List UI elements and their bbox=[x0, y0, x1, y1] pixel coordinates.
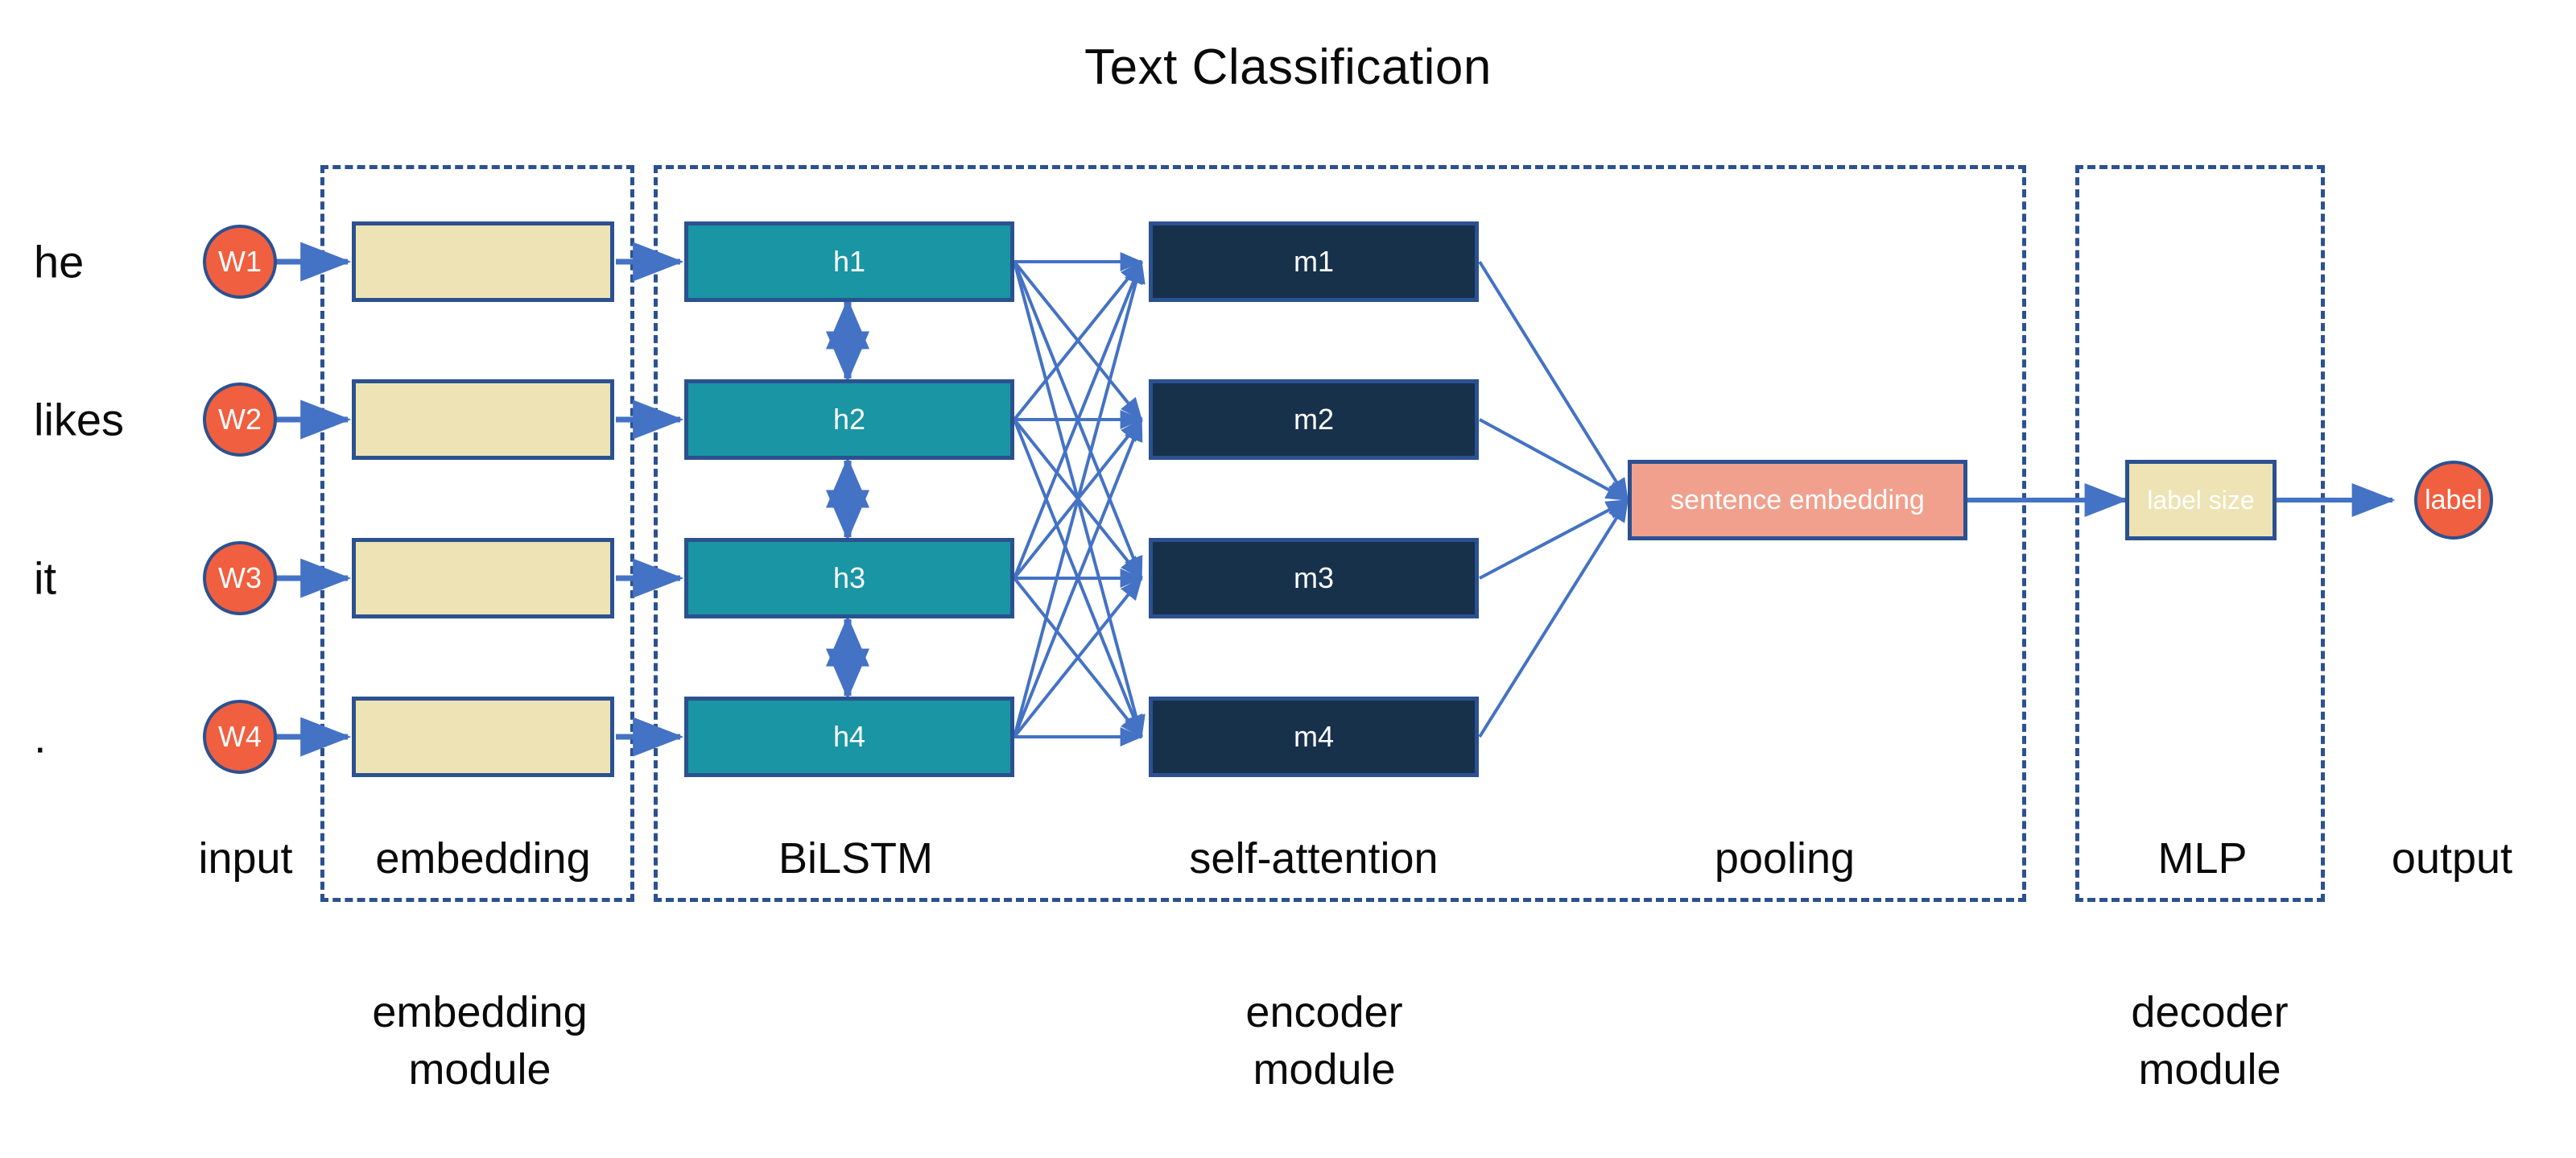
stage-label-input: input bbox=[198, 834, 293, 883]
bilstm-block-h2[interactable]: h2 bbox=[684, 379, 1014, 460]
attention-block-m3[interactable]: m3 bbox=[1149, 538, 1479, 618]
input-word-1: he bbox=[34, 236, 85, 287]
stage-label-output: output bbox=[2391, 834, 2513, 883]
attention-block-m2[interactable]: m2 bbox=[1149, 379, 1479, 460]
input-word-3: it bbox=[34, 552, 56, 604]
embedding-block-3[interactable] bbox=[352, 538, 614, 618]
embedding-block-4[interactable] bbox=[352, 697, 614, 777]
stage-label-self-attention: self-attention bbox=[1189, 834, 1439, 883]
decoder-module-frame bbox=[2075, 165, 2325, 902]
token-node-w1[interactable]: W1 bbox=[203, 225, 277, 299]
module-caption-encoder: encoder module bbox=[1245, 988, 1403, 1094]
stage-label-mlp: MLP bbox=[2157, 834, 2248, 883]
pooling-block-sentence-embedding[interactable]: sentence embedding bbox=[1628, 460, 1967, 540]
output-node-label[interactable]: label bbox=[2414, 461, 2493, 540]
embedding-block-2[interactable] bbox=[352, 379, 614, 460]
token-node-w2[interactable]: W2 bbox=[203, 383, 277, 457]
stage-label-bilstm: BiLSTM bbox=[778, 834, 934, 883]
page-title: Text Classification bbox=[1084, 39, 1492, 95]
bilstm-block-h4[interactable]: h4 bbox=[684, 697, 1014, 777]
token-node-w3[interactable]: W3 bbox=[203, 541, 277, 615]
mlp-block-label-size[interactable]: label size bbox=[2125, 460, 2277, 540]
bilstm-block-h1[interactable]: h1 bbox=[684, 221, 1014, 302]
module-caption-decoder: decoder module bbox=[2131, 988, 2289, 1094]
input-word-2: likes bbox=[34, 394, 125, 445]
attention-block-m1[interactable]: m1 bbox=[1149, 221, 1479, 302]
module-caption-embedding: embedding module bbox=[372, 988, 588, 1094]
token-node-w4[interactable]: W4 bbox=[203, 700, 277, 774]
attention-block-m4[interactable]: m4 bbox=[1149, 697, 1479, 777]
embedding-block-1[interactable] bbox=[352, 221, 614, 302]
stage-label-pooling: pooling bbox=[1714, 834, 1856, 883]
stage-label-embedding: embedding bbox=[375, 834, 591, 883]
embedding-module-frame bbox=[320, 165, 634, 902]
bilstm-block-h3[interactable]: h3 bbox=[684, 538, 1014, 618]
input-word-4: . bbox=[34, 711, 47, 763]
encoder-module-frame bbox=[654, 165, 2026, 902]
